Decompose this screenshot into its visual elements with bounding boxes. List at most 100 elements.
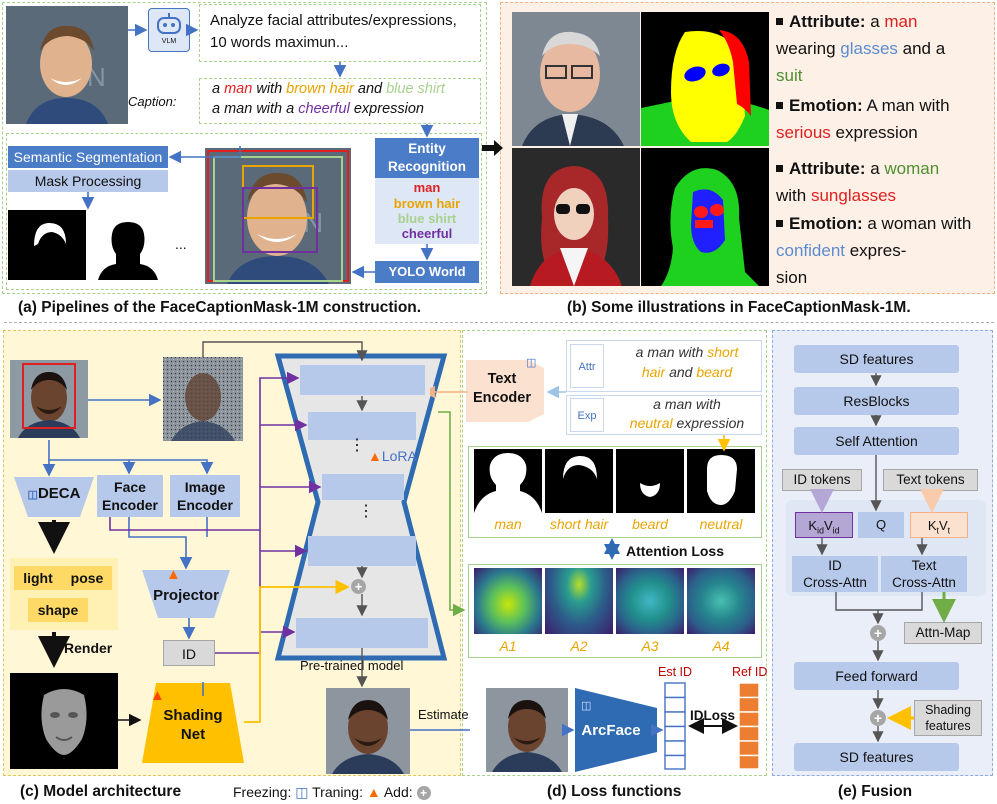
semantic-segmentation-box: Semantic Segmentation xyxy=(8,146,168,168)
mask-row-box xyxy=(468,446,762,538)
emo2-line-1: Emotion: a woman with xyxy=(776,210,971,237)
attr1-label: Attribute: xyxy=(789,12,866,31)
attr2-line-1: Attribute: a woman xyxy=(776,155,939,182)
resblocks-box: ResBlocks xyxy=(794,387,959,415)
vt-v: V xyxy=(939,518,948,533)
emo2-sion: sion xyxy=(776,268,808,287)
bullet-icon xyxy=(776,165,783,172)
est-id-label: Est ID xyxy=(658,665,693,679)
attn-label-a4: A4 xyxy=(712,638,730,654)
shading-features-box: Shading features xyxy=(914,700,982,736)
cap1-a: a xyxy=(212,81,225,97)
legend-freezing-label: Freezing: xyxy=(233,784,292,800)
emo1-a-man-with: A man with xyxy=(862,96,950,115)
emo2-label: Emotion: xyxy=(789,214,863,233)
unet-block-3 xyxy=(322,474,404,500)
unet-block-4 xyxy=(308,536,416,566)
attr-hair: hair xyxy=(641,364,666,380)
exp-expression: expression xyxy=(672,415,745,431)
face-photo-man: INN xyxy=(6,6,128,124)
entity-man: man xyxy=(413,180,441,195)
mask-label-neutral: neutral xyxy=(699,516,743,532)
attr1-suit: suit xyxy=(776,66,803,85)
panel-a-inner-box xyxy=(6,133,482,290)
projector-label: Projector xyxy=(153,587,219,604)
attn-map-a1 xyxy=(474,568,542,634)
entity-recognition-title: Entity Recognition xyxy=(375,138,479,178)
cap1-man: man xyxy=(224,81,253,97)
mask-short-hair xyxy=(545,449,613,513)
attr2-woman: woman xyxy=(884,159,940,178)
attr1-wearing: wearing xyxy=(776,39,841,58)
emo1-expression: expression xyxy=(830,123,918,142)
unet-dots-1: ⋮ xyxy=(349,437,365,454)
attn-label-a1: A1 xyxy=(499,638,517,654)
panel-a-arrows xyxy=(81,23,434,279)
attr2-with: with xyxy=(776,186,811,205)
mask-man xyxy=(474,449,542,513)
prompt-box xyxy=(199,4,481,62)
rendered-shading-image xyxy=(10,673,118,769)
attr-text-line-1: a man with short xyxy=(614,344,760,360)
vid-v: V xyxy=(824,518,833,533)
bullet-icon xyxy=(776,102,783,109)
attr1-a: a xyxy=(865,12,885,31)
mask-processing-box: Mask Processing xyxy=(8,170,168,192)
emo1-line-1: Emotion: A man with xyxy=(776,92,950,119)
face-encoder-box: Face Encoder xyxy=(97,475,163,517)
render-label: Render xyxy=(64,640,113,656)
emo1-label: Emotion: xyxy=(789,96,863,115)
attr1-and-a: and a xyxy=(897,39,946,58)
legend-training-label: Traning: xyxy=(312,784,363,800)
pretrained-label: Pre-trained model xyxy=(300,658,404,673)
emo1-serious: serious xyxy=(776,123,831,142)
mask-beard xyxy=(616,449,684,513)
q-box: Q xyxy=(858,512,904,538)
mask-label-short-hair: short hair xyxy=(549,516,609,532)
kt-k: K xyxy=(927,518,937,533)
shading-net-fire-icon: ▲ xyxy=(150,687,165,704)
legend: Freezing: ◫ Traning: ▲ Add: + xyxy=(233,784,431,801)
fusion-add-icon-1: + xyxy=(870,625,886,641)
feed-forward-box: Feed forward xyxy=(794,662,959,690)
kid-sub: id xyxy=(816,525,824,536)
attr-and: and xyxy=(665,364,697,380)
sd-features-top: SD features xyxy=(794,345,959,373)
panel-d-caption: (d) Loss functions xyxy=(547,783,682,800)
arrow-a-to-b xyxy=(482,140,503,156)
attr-l1a: a man with xyxy=(635,344,708,360)
text-encoder-freeze-icon: ◫ xyxy=(526,357,537,369)
panel-e-arrows xyxy=(810,373,956,743)
attr2-a: a xyxy=(865,159,885,178)
arcface-label: ArcFace xyxy=(581,722,641,739)
cap2-cheerful: cheerful xyxy=(298,101,350,117)
text-tokens-box: Text tokens xyxy=(883,469,978,491)
lora-label: ▲LoRA xyxy=(368,448,417,464)
estimated-face-photo xyxy=(486,688,568,772)
shading-net-label: Shading Net xyxy=(163,707,223,743)
lora-text: LoRA xyxy=(381,448,417,464)
emo2-expres: expres- xyxy=(845,241,907,260)
yolo-world-box: YOLO World xyxy=(375,261,479,283)
exp-neutral: neutral xyxy=(629,415,673,431)
deca-text: DECA xyxy=(37,485,81,502)
attn-row-box xyxy=(468,564,762,658)
bullet-icon xyxy=(776,220,783,227)
kid-k: K xyxy=(808,518,817,533)
emo1-line-2: serious expression xyxy=(776,119,918,146)
fusion-add-icon-2: + xyxy=(870,710,886,726)
panel-c-caption: (c) Model architecture xyxy=(20,783,182,800)
caption-line-1: a man with brown hair and blue shirt xyxy=(212,81,445,97)
mask-label-man: man xyxy=(494,516,522,532)
sd-features-bottom: SD features xyxy=(794,743,959,771)
add-icon: + xyxy=(416,786,431,800)
caption-line-2: a man with a cheerful expression xyxy=(212,101,424,117)
attr2-label: Attribute: xyxy=(789,159,866,178)
self-attention-box: Self Attention xyxy=(794,427,959,455)
section-divider xyxy=(4,322,994,323)
attr1-glasses: glasses xyxy=(840,39,898,58)
image-encoder-box: Image Encoder xyxy=(170,475,240,517)
cap1-and: and xyxy=(353,81,387,97)
emo2-confident: confident xyxy=(776,241,845,260)
body-mask xyxy=(88,210,168,280)
